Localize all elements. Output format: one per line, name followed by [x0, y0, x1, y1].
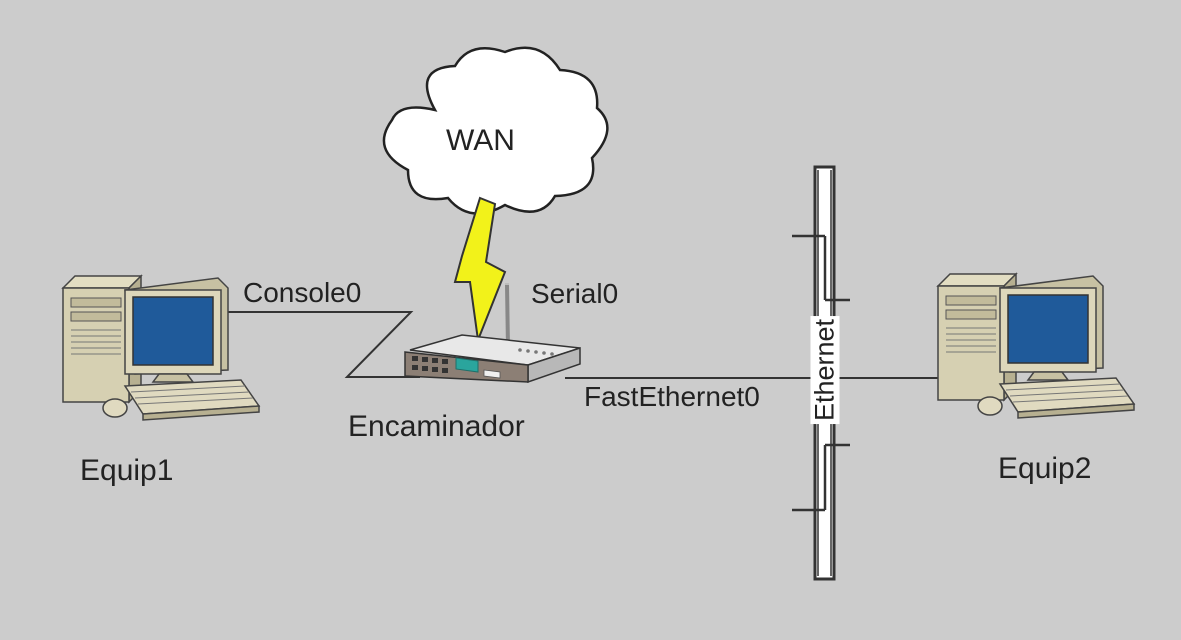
router-label: Encaminador: [348, 410, 525, 443]
computer-icon-equip1: [62, 275, 260, 421]
router-icon: [404, 283, 581, 384]
ethernet-segment-label: Ethernet: [810, 315, 840, 425]
equip1-label: Equip1: [80, 454, 174, 487]
console-cable: [216, 311, 420, 378]
fastethernet-interface-label: FastEthernet0: [584, 381, 760, 412]
wan-cloud: [382, 46, 609, 215]
lightning-bolt-icon: [453, 196, 507, 344]
equip2-label: Equip2: [998, 452, 1092, 485]
computer-icon-equip2: [937, 273, 1135, 419]
console-interface-label: Console0: [243, 277, 362, 308]
wan-label: WAN: [446, 124, 515, 157]
serial-interface-label: Serial0: [531, 278, 619, 309]
